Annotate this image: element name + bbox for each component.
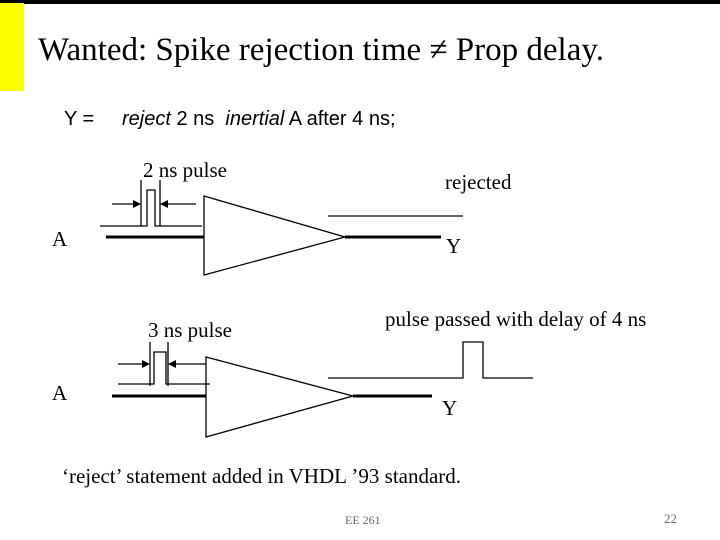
input-label-top: A [52,227,68,251]
buffer-triangle-bottom [205,356,356,438]
result-label-bottom: pulse passed with delay of 4 ns [385,307,647,331]
title-suffix: Prop delay. [447,32,604,68]
top-diagram [100,180,463,276]
title-prefix: Wanted: Spike rejection time [38,32,430,68]
input-label-bottom: A [52,381,68,405]
buffer-triangle-top [203,195,348,276]
vhdl-statement: Y = reject 2 ns inertial A after 4 ns; [64,109,396,129]
output-label-bottom: Y [442,396,458,420]
arrowhead-right-bottom [168,360,176,368]
top-rule [0,0,720,4]
title-accent-bar [0,3,24,91]
result-label-top: rejected [445,170,512,194]
slide-footer: EE 261 [345,513,381,527]
reject-value: 2 ns [170,108,220,130]
output-pulse-bottom [328,341,533,379]
arrowhead-right-top [160,200,168,208]
pulse-label-top: 2 ns pulse [143,158,227,182]
input-pulse-bottom [118,351,210,385]
slide-number: 22 [664,511,677,526]
code-rest: A after 4 ns; [284,108,396,130]
not-equal-symbol: ≠ [429,32,448,68]
footer-note: ‘reject’ statement added in VHDL ’93 sta… [62,464,462,488]
reject-keyword: reject [122,108,171,130]
pulse-label-bottom: 3 ns pulse [148,318,232,342]
slide-title: Wanted: Spike rejection time ≠ Prop dela… [38,34,604,67]
arrowhead-left-bottom [142,360,150,368]
arrowhead-left-top [133,200,141,208]
output-label-top: Y [446,234,462,258]
input-pulse-top [100,189,202,227]
inertial-keyword: inertial [225,108,285,130]
bottom-diagram [112,341,533,438]
code-lhs: Y = [64,108,95,130]
